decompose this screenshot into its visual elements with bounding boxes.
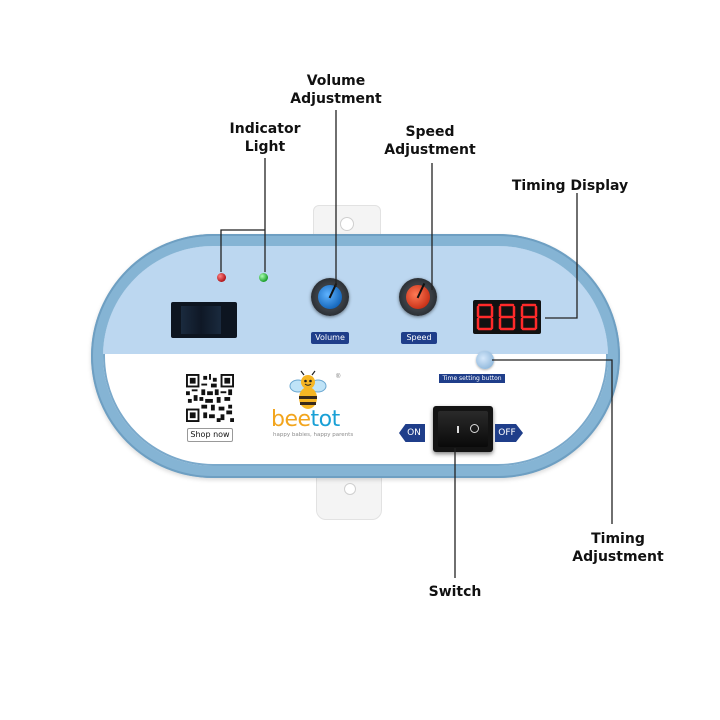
switch-on-label: ON (399, 424, 425, 442)
timing-display (473, 300, 541, 334)
control-panel-face: Volume Speed Time setting button (103, 246, 608, 466)
speed-knob[interactable] (399, 278, 437, 316)
lcd-window (171, 302, 237, 338)
callout-volume-line2: Adjustment (290, 91, 382, 107)
shop-now-button[interactable]: Shop now (187, 428, 233, 442)
callout-timing-adj-line2: Adjustment (572, 549, 664, 565)
callout-timing-adjustment: Timing Adjustment (568, 530, 668, 566)
callout-switch-text: Switch (428, 584, 482, 600)
callout-timing-adj-line1: Timing (591, 531, 645, 547)
callout-timing-display: Timing Display (510, 177, 630, 195)
callout-speed-line1: Speed (405, 124, 455, 140)
power-switch[interactable] (433, 406, 493, 452)
speed-label: Speed (401, 332, 437, 344)
brand-wordmark-part1: bee (271, 407, 311, 432)
qr-code-icon[interactable] (186, 374, 234, 422)
seven-segment-digits (476, 303, 538, 331)
switch-on-mark-icon (457, 426, 459, 433)
switch-off-label: OFF (495, 424, 523, 442)
volume-knob[interactable] (311, 278, 349, 316)
callout-indicator-line2: Light (244, 139, 286, 155)
bee-logo-icon (289, 370, 327, 409)
power-switch-rocker[interactable] (438, 411, 488, 447)
registered-mark: ® (336, 374, 341, 380)
callout-indicator-light: Indicator Light (220, 120, 310, 156)
callout-speed-line2: Adjustment (384, 142, 476, 158)
brand-tagline: happy babies, happy parents (273, 432, 354, 438)
callout-volume-line1: Volume (306, 73, 366, 89)
switch-off-mark-icon (470, 424, 479, 433)
brand-wordmark: beetot (271, 408, 340, 432)
volume-label: Volume (311, 332, 349, 344)
callout-indicator-line1: Indicator (229, 121, 301, 137)
time-setting-button[interactable] (476, 351, 494, 369)
indicator-light-red (217, 273, 226, 282)
time-setting-label: Time setting button (439, 374, 505, 383)
callout-switch: Switch (420, 583, 490, 601)
callout-timing-display-text: Timing Display (511, 178, 629, 194)
bracket-hole (344, 483, 356, 495)
brand-wordmark-part2: tot (310, 407, 341, 432)
callout-volume-adjustment: Volume Adjustment (286, 72, 386, 108)
bracket-top-hole (340, 217, 354, 231)
callout-speed-adjustment: Speed Adjustment (380, 123, 480, 159)
indicator-light-green (259, 273, 268, 282)
